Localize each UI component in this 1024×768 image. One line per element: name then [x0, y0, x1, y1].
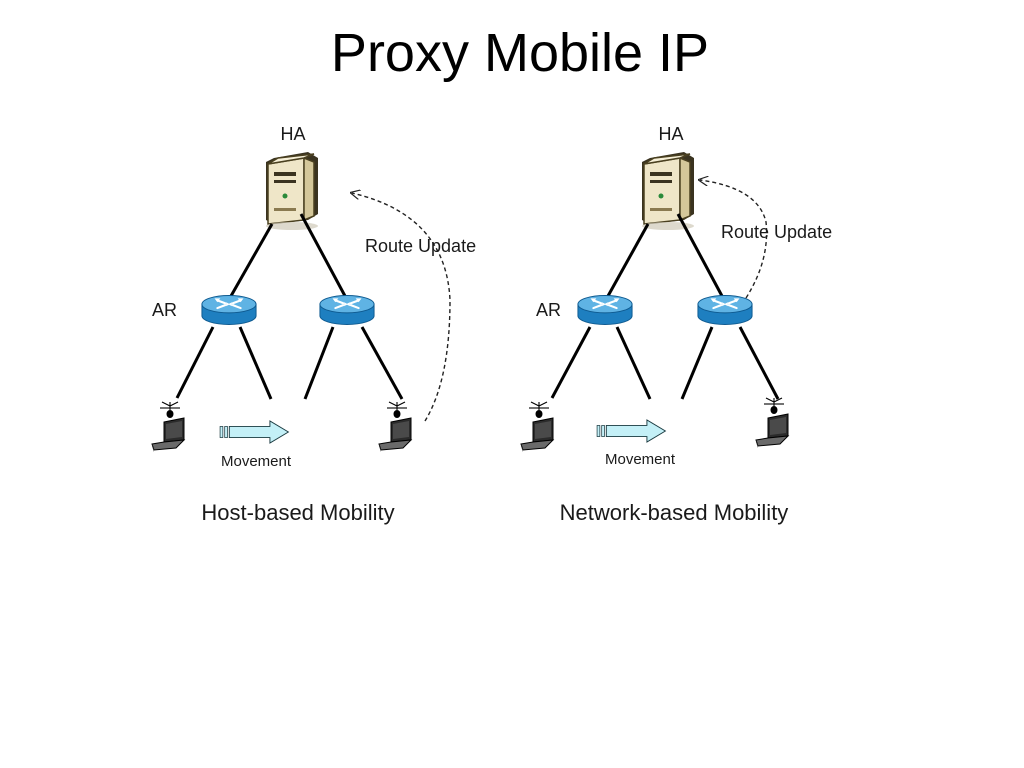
ha-ar-link	[299, 213, 347, 297]
access-router-icon	[696, 294, 754, 326]
mobile-node-icon	[378, 401, 412, 453]
ar-label: AR	[536, 300, 561, 320]
ha-server-icon	[641, 151, 695, 231]
slide-title: Proxy Mobile IP	[330, 23, 710, 83]
ha-label: HA	[658, 124, 683, 144]
ar-link	[550, 326, 592, 399]
mobile-node-icon	[520, 401, 554, 453]
ar-link	[680, 326, 714, 400]
ha-server-icon	[265, 151, 319, 231]
ar-link	[175, 326, 215, 399]
ar-link	[238, 326, 273, 400]
mobile-node-icon	[755, 397, 789, 449]
route-update-label: Route Update	[365, 236, 476, 256]
route-update-label: Route Update	[721, 222, 832, 242]
ar-link	[360, 326, 404, 400]
mobile-node-icon	[151, 401, 185, 453]
network-based-diagram: HA AR Movement Route Update Network-base…	[520, 124, 832, 525]
ha-ar-link	[676, 213, 724, 297]
movement-label: Movement	[605, 451, 676, 468]
route-update-arrow	[352, 193, 451, 422]
movement-label: Movement	[221, 453, 292, 470]
ar-link	[738, 326, 780, 400]
access-router-icon	[576, 294, 634, 326]
movement-arrow-icon	[596, 419, 666, 443]
ar-link	[303, 326, 335, 400]
host-based-diagram: HA AR Movement Route Update Host-based M…	[151, 124, 476, 525]
host-based-caption: Host-based Mobility	[201, 500, 394, 525]
ha-label: HA	[280, 124, 305, 144]
network-based-caption: Network-based Mobility	[560, 500, 789, 525]
ar-label: AR	[152, 300, 177, 320]
movement-arrow-icon	[219, 420, 289, 444]
route-update-arrow	[700, 180, 768, 299]
access-router-icon	[200, 294, 258, 326]
ha-ar-link	[606, 223, 650, 297]
access-router-icon	[318, 294, 376, 326]
ar-link	[615, 326, 652, 400]
ha-ar-link	[229, 223, 274, 297]
